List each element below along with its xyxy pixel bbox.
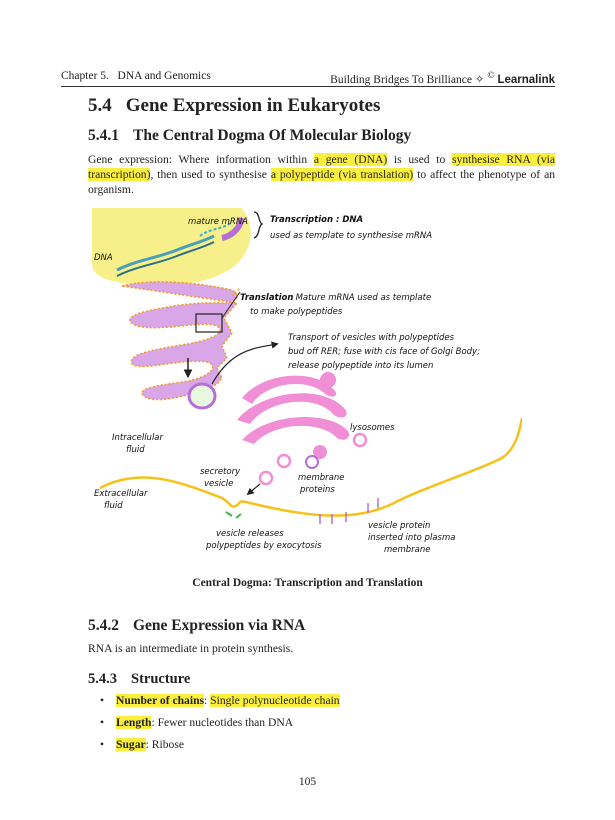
nuclear-pore (221, 217, 245, 241)
item-term: Sugar (116, 738, 146, 751)
central-dogma-figure: mature mRNA DNA Transcription : DNA used… (92, 208, 522, 555)
highlight-polypeptide: a polypeptide (via translation) (270, 168, 414, 181)
label-membrane-2: proteins (299, 485, 335, 495)
lysosome (352, 432, 368, 448)
structure-list: Number of chains: Single polynucleotide … (100, 694, 340, 760)
item-value: Fewer nucleotides than DNA (157, 716, 294, 729)
golgi-cisterna (242, 375, 337, 404)
para-text: is used to (387, 153, 453, 166)
secretory-arrow (246, 483, 261, 496)
header-tagline: Building Bridges To Brilliance ✧ © Learn… (330, 70, 555, 86)
membrane-protein-vesicle (305, 455, 319, 469)
label-secretory-1: secretory (200, 467, 241, 477)
rough-er (121, 281, 239, 401)
secretory-vesicle (276, 453, 292, 469)
copyright-icon: © (487, 70, 495, 81)
label-vesicle-protein-1: vesicle protein (368, 521, 430, 531)
item-value: Ribose (151, 738, 184, 751)
label-intracellular-1: Intracellular (112, 433, 164, 443)
dna-strand-2 (116, 241, 215, 277)
chapter-number: Chapter 5. (61, 70, 109, 82)
item-sep: : (204, 694, 211, 707)
label-vesicle-release-2: polypeptides by exocytosis (205, 541, 322, 551)
para-text: Gene expression: Where information withi… (88, 153, 314, 166)
translation-leader (231, 287, 241, 297)
mrna-strand (199, 221, 233, 237)
label-lysosomes: lysosomes (350, 423, 395, 433)
page-number: 105 (298, 776, 317, 788)
rna-paragraph: RNA is an intermediate in protein synthe… (88, 642, 294, 655)
label-translation-head: Translation (240, 293, 293, 303)
label-extracellular-2: fluid (104, 501, 123, 511)
subsection-number: 5.4.3 (88, 671, 117, 687)
polypeptide-dash (225, 511, 233, 517)
label-mature-mrna: mature mRNA (188, 217, 248, 227)
label-transport-1: Transport of vesicles with polypeptides (288, 333, 455, 343)
label-dna: DNA (94, 253, 113, 263)
transcription-brace (253, 211, 264, 239)
list-item: Length: Fewer nucleotides than DNA (100, 716, 340, 738)
ribosome-zoom-box (195, 313, 223, 333)
plasma-membrane (99, 417, 522, 517)
subsection-heading-structure: 5.4.3 Structure (88, 671, 190, 688)
membrane-proteins (319, 498, 379, 524)
nucleus-shape (92, 208, 251, 286)
subsection-title: Structure (131, 671, 191, 687)
label-translation-body1: : Mature mRNA used as template (290, 293, 431, 303)
label-vesicle-protein-2: inserted into plasma (368, 533, 455, 543)
item-sep: : (145, 738, 152, 751)
transport-arrow (211, 341, 279, 385)
polypeptide-dash (235, 513, 242, 519)
figure-caption: Central Dogma: Transcription and Transla… (192, 577, 423, 589)
ribosome-pointer (221, 291, 241, 319)
running-header: Chapter 5. DNA and Genomics Building Bri… (61, 70, 555, 86)
label-transport-3: release polypeptide into its lumen (288, 361, 433, 371)
golgi-cisterna (242, 417, 350, 444)
header-rule (61, 86, 555, 87)
golgi-vesicle (313, 445, 327, 459)
dna-strand (116, 234, 215, 272)
sparkle-icon: ✧ (474, 73, 485, 86)
label-vesicle-release-1: vesicle releases (216, 529, 284, 539)
subsection-title: The Central Dogma Of Molecular Biology (133, 127, 412, 144)
para-text: , then used to synthesise (150, 168, 271, 181)
item-value: Single polynucleotide chain (210, 694, 340, 707)
label-translation-body2: to make polypeptides (250, 307, 343, 317)
golgi-vesicle (320, 372, 336, 388)
highlight-gene: a gene (DNA) (313, 153, 388, 166)
para-text: to affect the phenotype of an organism. (88, 168, 556, 196)
transport-vesicle (187, 382, 217, 410)
label-transcription-body: used as template to synthesise mRNA (270, 231, 432, 241)
label-secretory-2: vesicle (204, 479, 233, 489)
subsection-heading-rna: 5.4.2 Gene Expression via RNA (88, 617, 305, 635)
golgi-body (237, 372, 350, 459)
secretory-vesicle (258, 470, 274, 486)
label-transport-2: bud off RER; fuse with cis face of Golgi… (288, 347, 480, 357)
label-vesicle-protein-3: membrane (384, 545, 431, 555)
section-heading: 5.4 Gene Expression in Eukaryotes (88, 95, 380, 117)
list-item: Number of chains: Single polynucleotide … (100, 694, 340, 716)
label-intracellular-2: fluid (126, 445, 145, 455)
label-extracellular-1: Extracellular (94, 489, 148, 499)
item-term: Length (116, 716, 152, 729)
section-title: Gene Expression in Eukaryotes (125, 95, 381, 116)
released-polypeptides (225, 511, 242, 519)
label-transcription-head: Transcription : DNA (270, 215, 363, 225)
label-membrane-1: membrane (298, 473, 345, 483)
subsection-heading-central-dogma: 5.4.1 The Central Dogma Of Molecular Biol… (88, 127, 411, 145)
subsection-title: Gene Expression via RNA (133, 617, 306, 634)
brand-name: Learnalink (497, 73, 555, 86)
golgi-cisterna (237, 393, 347, 424)
tagline-text: Building Bridges To Brilliance (330, 73, 472, 86)
item-term: Number of chains (116, 694, 205, 707)
gene-expression-paragraph: Gene expression: Where information withi… (88, 152, 555, 197)
subsection-number: 5.4.2 (88, 617, 119, 634)
chapter-title: DNA and Genomics (117, 70, 211, 82)
subsection-number: 5.4.1 (88, 127, 119, 144)
section-number: 5.4 (88, 95, 112, 116)
item-sep: : (151, 716, 158, 729)
list-item: Sugar: Ribose (100, 738, 340, 760)
header-chapter: Chapter 5. DNA and Genomics (61, 70, 211, 82)
